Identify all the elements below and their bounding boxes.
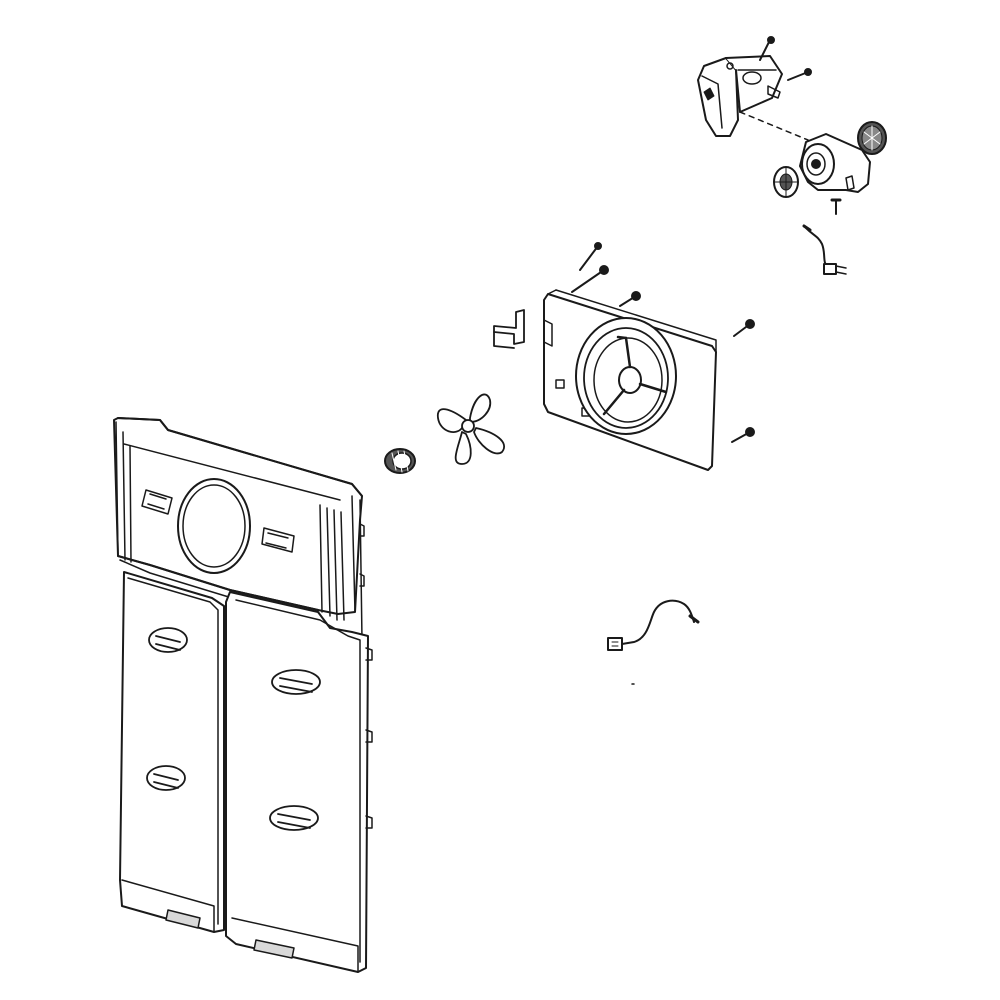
screw [572, 266, 608, 292]
thermistor-sensor-wire [608, 601, 698, 650]
fan-shroud-plate [544, 290, 716, 470]
motor-grommet [385, 449, 415, 473]
vent-slot [262, 528, 294, 552]
fan-opening [178, 479, 250, 573]
screw [620, 292, 640, 306]
screw [832, 200, 840, 214]
screw [734, 320, 754, 336]
motor-harness-wire [804, 226, 846, 274]
fan-motor-assembly [774, 122, 886, 197]
motor-cover-housing [698, 56, 782, 136]
mounting-bracket [494, 310, 524, 348]
evaporator-cover-panel [114, 418, 372, 972]
door-handle-slot [272, 670, 320, 694]
door-handle-slot [147, 766, 185, 790]
alignment-line [740, 112, 808, 140]
fan-blade [438, 394, 504, 464]
door-handle-slot [149, 628, 187, 652]
screw [788, 69, 811, 80]
screw [760, 37, 774, 60]
screw [732, 428, 754, 442]
door-handle-slot [270, 806, 318, 830]
screw [580, 243, 601, 270]
vent-slot [142, 490, 172, 514]
